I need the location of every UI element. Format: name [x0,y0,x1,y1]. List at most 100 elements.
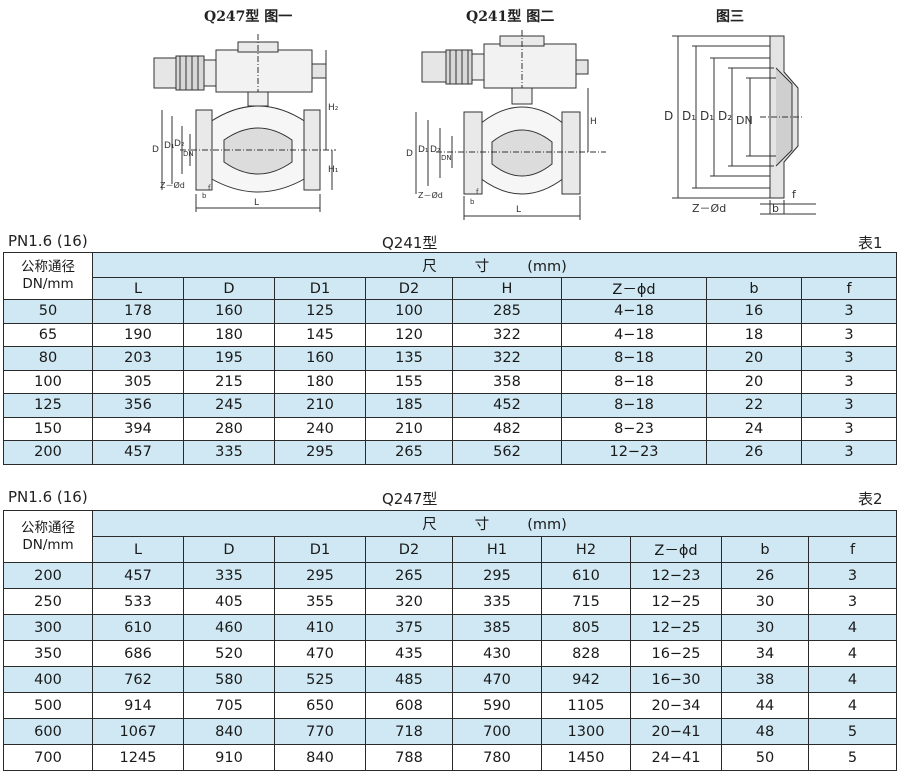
table-cell-dn: 200 [3,562,93,589]
table2-dim-char1: 尺 [422,517,437,533]
table1-dimension-header: 尺寸(mm) [91,252,898,278]
table-cell: 12−25 [630,614,722,641]
table1-dim-char1: 尺 [422,258,437,275]
table1-col-header: H [452,277,562,300]
table-cell: 240 [274,416,366,441]
table-cell: 34 [721,640,809,667]
table-cell: 4−18 [561,322,707,347]
fig1-label-D: D [152,145,159,155]
table-cell: 100 [365,299,453,324]
table1-dim-unit: (mm) [527,258,567,275]
fig3-label-D2: D₂ [718,109,732,123]
table-cell: 160 [274,346,366,371]
table2-dim-unit: (mm) [527,517,567,533]
table-cell: 48 [721,718,809,745]
table-cell: 265 [365,562,453,589]
table-cell: 470 [274,640,366,667]
figure2-valve-drawing: D D₁ D₂ DN H L b f Z－Ød [400,28,610,223]
table-cell: 145 [274,322,366,347]
table-cell: 4−18 [561,299,707,324]
table2-pressure-rating: PN1.6 (16) [8,488,88,506]
table2-col-header: D2 [365,536,453,563]
fig2-label-zd: Z－Ød [418,190,443,200]
table-cell-dn: 65 [3,322,93,347]
figure2-caption: Q241型 图二 [466,9,555,25]
table-cell: 38 [721,666,809,693]
table-cell: 265 [365,440,453,465]
table-cell: 203 [92,346,184,371]
table-cell: 3 [800,322,898,347]
table-cell: 1067 [92,718,184,745]
table-cell: 1300 [541,718,631,745]
table-cell: 8−18 [561,369,707,394]
table-cell: 385 [452,614,542,641]
table-cell: 160 [183,299,275,324]
fig3-label-D1: D₁ [682,109,696,123]
table-cell: 840 [183,718,275,745]
table-cell: 20−41 [630,718,722,745]
table1-dn-header: 公称通径 DN/mm [3,252,93,300]
table-cell: 410 [274,614,366,641]
table-cell: 562 [452,440,562,465]
table1-dn-header-line1: 公称通径 [21,259,75,275]
fig1-label-zd: Z－Ød [160,180,185,190]
table-cell-dn: 600 [3,718,93,745]
table-cell-dn: 300 [3,614,93,641]
table-cell: 22 [706,393,802,418]
fig1-label-H1: H₁ [328,165,339,175]
table-cell-dn: 500 [3,692,93,719]
table2-col-header: f [807,536,898,563]
table-cell: 335 [183,440,275,465]
table-cell: 285 [452,299,562,324]
table-cell: 322 [452,346,562,371]
table-cell: 5 [807,744,898,771]
table1-col-header: b [706,277,802,300]
table-cell: 20 [706,369,802,394]
table-cell: 525 [274,666,366,693]
table-cell: 44 [721,692,809,719]
table1-col-header: f [800,277,898,300]
table2-q247-dimensions: 公称通径 DN/mm 尺寸(mm) L D D1 D2 H1 H2 Z－ϕd b… [3,510,898,771]
table-cell: 210 [274,393,366,418]
table-cell: 485 [365,666,453,693]
table-cell: 322 [452,322,562,347]
table-cell: 8−23 [561,416,707,441]
table1-q241-dimensions: 公称通径 DN/mm 尺寸(mm) L D D1 D2 H Z－ϕd b f 5… [3,252,898,465]
table2-dim-char2: 寸 [474,517,490,533]
table-cell: 482 [452,416,562,441]
table-cell: 788 [365,744,453,771]
table-cell: 4 [807,614,898,641]
table-cell: 8−18 [561,346,707,371]
fig2-label-D: D [406,149,413,159]
table-cell: 16−30 [630,666,722,693]
table-cell: 457 [92,440,184,465]
fig3-label-DN: DN [736,114,753,127]
table-cell: 135 [365,346,453,371]
table-cell: 335 [183,562,275,589]
table-cell-dn: 80 [3,346,93,371]
table1-col-header: D2 [365,277,453,300]
table2-model: Q247型 [382,490,438,508]
fig1-label-H2: H₂ [328,103,339,113]
table-cell: 3 [800,440,898,465]
table-cell: 3 [800,369,898,394]
table2-column-headers: L D D1 D2 H1 H2 Z－ϕd b f [4,536,898,563]
fig1-label-D2: D₂ [174,139,185,149]
table-cell: 610 [92,614,184,641]
table-cell: 3 [807,562,898,589]
table-cell: 457 [92,562,184,589]
table-cell: 190 [92,322,184,347]
table-cell: 178 [92,299,184,324]
table-cell-dn: 350 [3,640,93,667]
